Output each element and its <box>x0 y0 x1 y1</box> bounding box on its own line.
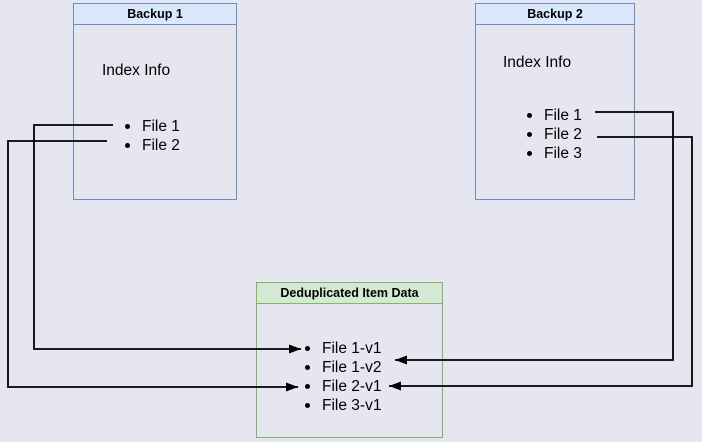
file-label: File 3-v1 <box>322 396 382 414</box>
list-item: File 1 <box>527 106 582 125</box>
list-item: File 3-v1 <box>305 396 381 415</box>
file-label: File 1 <box>142 117 180 135</box>
dedup-box: Deduplicated Item Data File 1-v1 File 1-… <box>256 282 443 438</box>
backup1-title: Backup 1 <box>127 7 183 21</box>
bullet-icon <box>305 403 310 408</box>
file-label: File 2-v1 <box>322 377 382 395</box>
bullet-icon <box>527 132 532 137</box>
list-item: File 3 <box>527 144 582 163</box>
list-item: File 2 <box>527 125 582 144</box>
backup2-title: Backup 2 <box>527 7 583 21</box>
backup1-header: Backup 1 <box>74 4 236 25</box>
list-item: File 1-v2 <box>305 358 381 377</box>
bullet-icon <box>125 124 130 129</box>
list-item: File 2 <box>125 136 180 155</box>
file-label: File 2 <box>142 136 180 154</box>
bullet-icon <box>527 151 532 156</box>
file-label: File 2 <box>544 125 582 143</box>
bullet-icon <box>125 143 130 148</box>
bullet-icon <box>305 365 310 370</box>
backup2-index-label: Index Info <box>503 54 572 71</box>
dedup-header: Deduplicated Item Data <box>257 283 442 304</box>
backup1-box: Backup 1 Index Info File 1 File 2 <box>73 3 237 200</box>
file-label: File 1 <box>544 106 582 124</box>
backup2-header: Backup 2 <box>476 4 634 25</box>
file-label: File 1-v1 <box>322 339 382 357</box>
bullet-icon <box>305 346 310 351</box>
dedup-item-list: File 1-v1 File 1-v2 File 2-v1 File 3-v1 <box>305 339 381 415</box>
backup2-file-list: File 1 File 2 File 3 <box>527 106 582 163</box>
bullet-icon <box>527 113 532 118</box>
backup1-index-label: Index Info <box>102 62 171 79</box>
list-item: File 1 <box>125 117 180 136</box>
list-item: File 2-v1 <box>305 377 381 396</box>
file-label: File 1-v2 <box>322 358 382 376</box>
backup2-box: Backup 2 Index Info File 1 File 2 File 3 <box>475 3 635 200</box>
dedup-title: Deduplicated Item Data <box>280 286 419 300</box>
file-label: File 3 <box>544 144 582 162</box>
bullet-icon <box>305 384 310 389</box>
list-item: File 1-v1 <box>305 339 381 358</box>
backup1-file-list: File 1 File 2 <box>125 117 180 155</box>
